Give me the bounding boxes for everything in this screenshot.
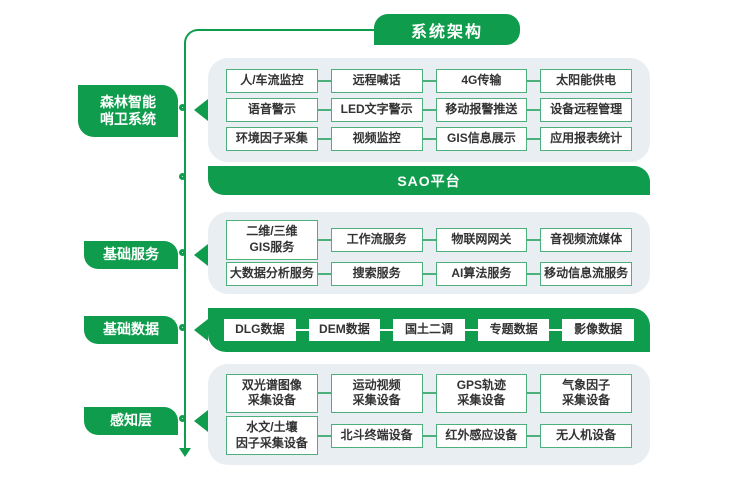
diagram-box: DLG数据 xyxy=(224,319,296,341)
timeline-node-icon xyxy=(179,415,186,422)
arrow-left-icon xyxy=(194,319,208,341)
connector-line xyxy=(527,80,541,83)
diagram-box: 水文/土壤 因子采集设备 xyxy=(226,416,318,456)
panel-row: 大数据分析服务 搜索服务 AI算法服务 移动信息流服务 xyxy=(226,262,632,286)
section-label-sentinel: 森林智能 哨卫系统 xyxy=(78,85,178,137)
panel-row: 语音警示 LED文字警示 移动报警推送 设备远程管理 xyxy=(226,98,632,122)
panel-row: DLG数据 DEM数据 国土二调 专题数据 影像数据 xyxy=(224,319,634,341)
panel-row: 水文/土壤 因子采集设备 北斗终端设备 红外感应设备 无人机设备 xyxy=(226,416,632,456)
timeline-node-icon xyxy=(179,104,186,111)
connector-line xyxy=(422,434,436,437)
sao-platform-banner: SAO平台 xyxy=(208,166,650,195)
diagram-box: 太阳能供电 xyxy=(540,69,632,93)
panel-services: 二维/三维 GIS服务 工作流服务 物联网网关 音视频流媒体 大数据分析服务 搜… xyxy=(208,212,650,294)
diagram-box: AI算法服务 xyxy=(435,262,528,286)
panel-row: 人/车流监控 远程喊话 4G传输 太阳能供电 xyxy=(226,69,632,93)
diagram-box: 专题数据 xyxy=(477,319,550,341)
diagram-box: GIS信息展示 xyxy=(435,127,528,151)
connector-line xyxy=(380,329,394,331)
page-title: 系统架构 xyxy=(374,14,520,45)
connector-line xyxy=(317,239,331,241)
diagram-box: 语音警示 xyxy=(226,98,318,122)
connector-line xyxy=(422,137,436,140)
arrow-left-icon xyxy=(194,99,208,121)
arrow-down-icon xyxy=(179,448,191,457)
section-label-services: 基础服务 xyxy=(84,241,178,269)
timeline-line xyxy=(184,29,375,450)
diagram-box: 北斗终端设备 xyxy=(330,424,423,448)
diagram-box: GPS轨迹 采集设备 xyxy=(435,373,528,413)
arrow-left-icon xyxy=(194,410,208,432)
section-label-perception: 感知层 xyxy=(84,407,178,435)
panel-row: 双光谱图像 采集设备 运动视频 采集设备 GPS轨迹 采集设备 气象因子 采集设… xyxy=(226,373,632,413)
connector-line xyxy=(422,272,436,275)
connector-line xyxy=(527,392,541,395)
arrow-left-icon xyxy=(194,244,208,266)
connector-line xyxy=(527,434,541,437)
diagram-box: 运动视频 采集设备 xyxy=(330,373,423,413)
diagram-box: 远程喊话 xyxy=(330,69,423,93)
diagram-box: 工作流服务 xyxy=(330,228,423,252)
connector-line xyxy=(549,329,563,331)
diagram-box: 4G传输 xyxy=(435,69,528,93)
connector-line xyxy=(317,392,331,395)
timeline-node-icon xyxy=(179,173,186,180)
diagram-box: 物联网网关 xyxy=(435,228,528,252)
diagram-box: 影像数据 xyxy=(562,319,634,341)
connector-line xyxy=(422,80,436,83)
diagram-box: LED文字警示 xyxy=(330,98,423,122)
panel-sentinel: 人/车流监控 远程喊话 4G传输 太阳能供电 语音警示 LED文字警示 移动报警… xyxy=(208,58,650,162)
connector-line xyxy=(527,272,541,275)
panel-perception: 双光谱图像 采集设备 运动视频 采集设备 GPS轨迹 采集设备 气象因子 采集设… xyxy=(208,364,650,465)
panel-base-data: DLG数据 DEM数据 国土二调 专题数据 影像数据 xyxy=(208,308,650,352)
timeline-node-icon xyxy=(179,249,186,256)
diagram-box: 双光谱图像 采集设备 xyxy=(226,373,318,413)
panel-row: 二维/三维 GIS服务 工作流服务 物联网网关 音视频流媒体 xyxy=(226,220,632,260)
diagram-box: 环境因子采集 xyxy=(226,127,318,151)
diagram-box: 无人机设备 xyxy=(540,424,632,448)
connector-line xyxy=(422,108,436,111)
diagram-box: 人/车流监控 xyxy=(226,69,318,93)
timeline-node-icon xyxy=(179,324,186,331)
connector-line xyxy=(527,108,541,111)
connector-line xyxy=(317,137,331,140)
connector-line xyxy=(527,239,541,241)
diagram-box: 音视频流媒体 xyxy=(540,228,632,252)
connector-line xyxy=(317,80,331,83)
diagram-box: 移动报警推送 xyxy=(435,98,528,122)
connector-line xyxy=(422,392,436,395)
connector-line xyxy=(317,272,331,275)
diagram-box: 国土二调 xyxy=(393,319,465,341)
diagram-box: 视频监控 xyxy=(330,127,423,151)
diagram-box: 移动信息流服务 xyxy=(540,262,632,286)
diagram-box: 红外感应设备 xyxy=(435,424,528,448)
connector-line xyxy=(317,108,331,111)
connector-line xyxy=(295,329,309,331)
diagram-box: 气象因子 采集设备 xyxy=(540,373,632,413)
diagram-box: 大数据分析服务 xyxy=(226,262,318,286)
diagram-box: 设备远程管理 xyxy=(540,98,632,122)
diagram-box: DEM数据 xyxy=(308,319,381,341)
panel-row: 环境因子采集 视频监控 GIS信息展示 应用报表统计 xyxy=(226,127,632,151)
section-label-base-data: 基础数据 xyxy=(84,316,178,344)
connector-line xyxy=(527,137,541,140)
diagram-box: 二维/三维 GIS服务 xyxy=(226,220,318,260)
diagram-box: 搜索服务 xyxy=(330,262,423,286)
connector-line xyxy=(422,239,436,241)
diagram-box: 应用报表统计 xyxy=(540,127,632,151)
connector-line xyxy=(317,434,331,437)
connector-line xyxy=(464,329,478,331)
